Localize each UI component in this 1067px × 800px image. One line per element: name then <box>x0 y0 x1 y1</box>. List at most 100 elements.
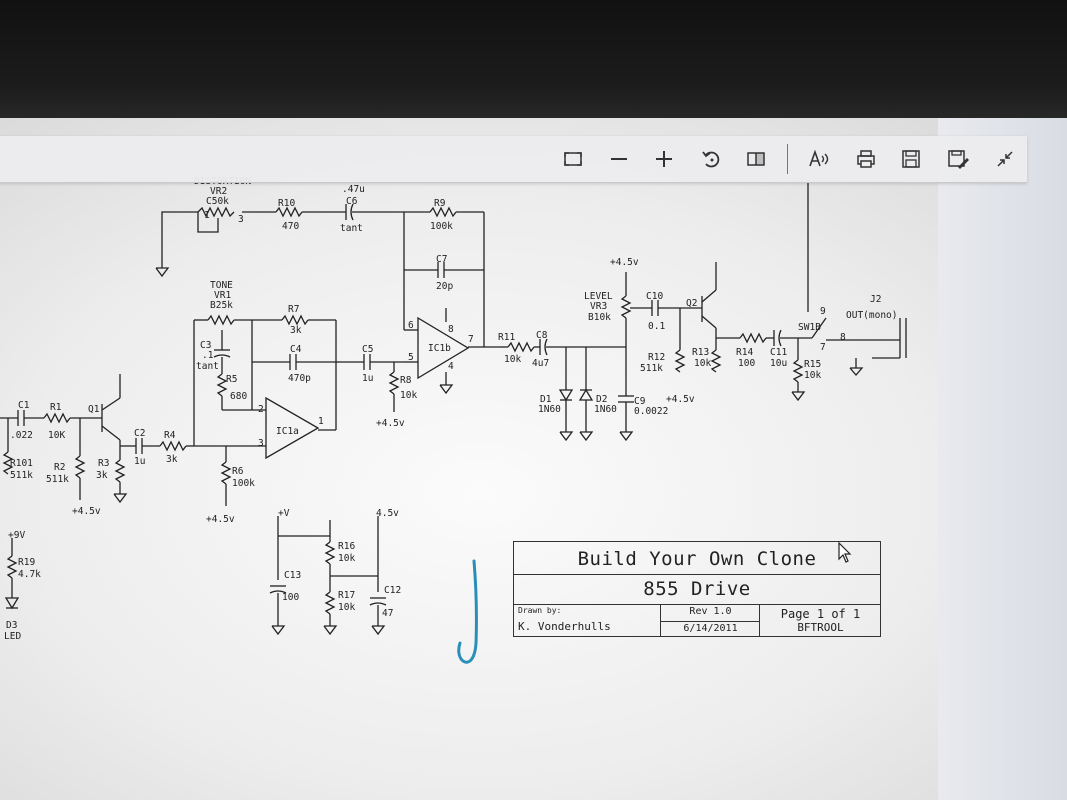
c11-ref: C11 <box>770 347 787 358</box>
r6-value: 100k <box>232 478 255 489</box>
file-name: BFTROOL <box>797 621 844 634</box>
r19-value: 4.7k <box>18 569 41 580</box>
sw1b-pin8: 8 <box>840 332 846 343</box>
read-aloud-button[interactable] <box>803 143 835 175</box>
supply-45v: 4.5v <box>376 508 399 519</box>
c9-value: 0.0022 <box>634 406 668 417</box>
vr1-ref: VR1 <box>214 290 231 301</box>
r3-bias: +4.5v <box>72 506 101 517</box>
r8-value: 10k <box>400 390 417 401</box>
save-as-icon <box>948 150 969 169</box>
supply-v: +V <box>278 508 290 519</box>
j2-ref: J2 <box>870 294 881 305</box>
revision: Rev 1.0 <box>689 606 732 617</box>
c2-ref: C2 <box>134 428 145 439</box>
drawn-by-value: K. Vonderhulls <box>518 620 611 633</box>
document-canvas[interactable] <box>0 118 1067 800</box>
c5-ref: C5 <box>362 344 373 355</box>
zoom-out-button[interactable] <box>603 143 635 175</box>
r8-ref: R8 <box>400 375 412 386</box>
c10-value: 0.1 <box>648 321 665 332</box>
minus-icon <box>611 158 627 160</box>
r19-ref: R19 <box>18 557 35 568</box>
page-number: Page 1 of 1 <box>780 607 861 621</box>
sw1b-pin7: 7 <box>820 342 826 353</box>
ic1b-pin5: 5 <box>408 352 414 363</box>
c9-ref: C9 <box>634 396 646 407</box>
r3-ref: R3 <box>98 458 109 469</box>
vr3-value: B10k <box>588 312 611 323</box>
drawn-by-label: Drawn by: <box>518 606 562 615</box>
zoom-in-button[interactable] <box>648 143 680 175</box>
r11-value: 10k <box>504 354 521 365</box>
mouse-cursor-icon <box>838 542 852 563</box>
c1-ref: C1 <box>18 400 30 411</box>
r14-value: 100 <box>738 358 755 369</box>
page-view-button[interactable] <box>740 143 772 175</box>
d2-value: 1N60 <box>594 404 617 415</box>
d1-value: 1N60 <box>538 404 561 415</box>
level-supply: +4.5v <box>610 257 639 268</box>
plus-icon <box>656 151 672 167</box>
r7-value: 3k <box>290 325 302 336</box>
rotate-button[interactable] <box>695 143 727 175</box>
ic1b-pin6: 6 <box>408 320 414 331</box>
viewer-toolbar <box>0 136 1027 183</box>
c1-value: .022 <box>10 430 33 441</box>
c6-type: tant <box>340 223 363 234</box>
c4-ref: C4 <box>290 344 302 355</box>
r13-ref: R13 <box>692 347 709 358</box>
ic1b-pin4: 4 <box>448 361 454 372</box>
r3-value: 3k <box>96 470 108 481</box>
page-cell: Page 1 of 1 BFTROOL <box>759 604 881 636</box>
ic1a-pin3: 3 <box>258 438 264 449</box>
monitor-bezel <box>0 0 1067 125</box>
r5-ref: R5 <box>226 374 237 385</box>
c2-value: 1u <box>134 456 145 467</box>
collapse-icon <box>997 151 1013 167</box>
level-label: LEVEL <box>584 291 613 302</box>
r8-bias: +4.5v <box>376 418 405 429</box>
c8-value: 4u7 <box>532 358 549 369</box>
print-button[interactable] <box>850 143 882 175</box>
revision-cell: Rev 1.0 6/14/2011 <box>660 604 760 636</box>
title-block: Build Your Own Clone 855 Drive Drawn by:… <box>513 541 881 637</box>
r12-ref: R12 <box>648 352 665 363</box>
r4-ref: R4 <box>164 430 176 441</box>
rotate-icon <box>702 151 720 168</box>
tone-label: TONE <box>210 280 233 291</box>
two-page-icon <box>747 152 765 166</box>
exit-fullscreen-button[interactable] <box>989 143 1021 175</box>
r1-ref: R1 <box>50 402 62 413</box>
r2-ref: R2 <box>54 462 65 473</box>
sw1b-ref: SW1B <box>798 322 821 333</box>
r9-ref: R9 <box>434 198 446 209</box>
vr2-ref: VR2 <box>210 186 227 197</box>
vr2-pin3: 3 <box>238 214 244 225</box>
save-as-button[interactable] <box>942 143 974 175</box>
read-aloud-icon <box>809 149 829 167</box>
r12-value: 511k <box>640 363 663 374</box>
r17-ref: R17 <box>338 590 355 601</box>
vr3-ref: VR3 <box>590 301 607 312</box>
d3-ref: D3 <box>6 620 17 631</box>
r6-bias: +4.5v <box>206 514 235 525</box>
fit-to-page-button[interactable] <box>557 143 589 175</box>
c7-value: 20p <box>436 281 453 292</box>
vr1-value: B25k <box>210 300 233 311</box>
q1-ref: Q1 <box>88 404 100 415</box>
r15-value: 10k <box>804 370 821 381</box>
ic1a-label: IC1a <box>276 426 299 437</box>
save-button[interactable] <box>895 143 927 175</box>
r13-value: 10k <box>694 358 711 369</box>
q2-ref: Q2 <box>686 298 697 309</box>
c12-value: 47 <box>382 608 393 619</box>
r10-ref: R10 <box>278 198 295 209</box>
title-block-info-row: Drawn by: K. Vonderhulls Rev 1.0 6/14/20… <box>514 604 880 636</box>
d3-value: LED <box>4 631 21 642</box>
r16-ref: R16 <box>338 541 355 552</box>
printer-icon <box>857 150 875 168</box>
d2-ref: D2 <box>596 394 607 405</box>
r2-value: 511k <box>46 474 69 485</box>
r14-ref: R14 <box>736 347 753 358</box>
